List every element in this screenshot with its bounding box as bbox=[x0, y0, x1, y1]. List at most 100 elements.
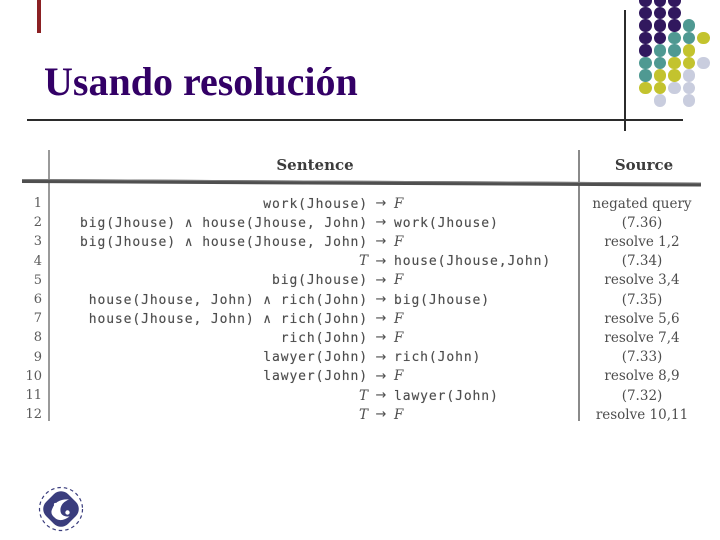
source-cell: negated query bbox=[592, 195, 692, 212]
sentence-consequent: F bbox=[394, 329, 578, 347]
sentence-antecedent: house(Jhouse, John) ∧ rich(John) bbox=[56, 310, 368, 328]
decor-dot bbox=[653, 81, 667, 94]
implies-arrow: → bbox=[375, 407, 387, 423]
implies-arrow: → bbox=[375, 234, 387, 250]
implies-arrow: → bbox=[375, 368, 387, 384]
implies-arrow: → bbox=[375, 196, 387, 211]
implies-arrow: → bbox=[375, 253, 387, 269]
antecedent-text: lawyer(John) bbox=[263, 350, 368, 366]
consequent-text: rich(John) bbox=[394, 350, 482, 366]
decor-dot bbox=[653, 0, 667, 7]
decor-dot bbox=[639, 31, 652, 44]
source-cell: resolve 3,4 bbox=[604, 272, 680, 289]
row-number: 1 bbox=[33, 196, 42, 211]
decor-dot bbox=[653, 69, 667, 82]
decor-dot bbox=[697, 31, 710, 44]
consequent-text: house(Jhouse,John) bbox=[394, 254, 552, 270]
decor-dot bbox=[653, 94, 667, 107]
antecedent-text: big(Jhouse) ∧ house(Jhouse, John) bbox=[80, 234, 368, 250]
column-header-source: Source bbox=[614, 156, 674, 174]
implies-arrow: → bbox=[375, 311, 387, 327]
decor-dot bbox=[653, 56, 667, 69]
column-header-sentence: Sentence bbox=[276, 156, 354, 174]
sentence-consequent: rich(John) bbox=[394, 348, 578, 366]
decor-vertical-line bbox=[624, 10, 626, 131]
implies-arrow: → bbox=[375, 330, 387, 346]
sentence-consequent: work(Jhouse) bbox=[394, 214, 578, 232]
row-number: 10 bbox=[25, 368, 42, 384]
row-number: 7 bbox=[33, 311, 42, 327]
table-row: 6 house(Jhouse, John) ∧ rich(John) → big(Jh… bbox=[22, 290, 706, 309]
decor-dot bbox=[668, 81, 681, 94]
row-number: 6 bbox=[33, 292, 42, 307]
source-cell: (7.34) bbox=[621, 253, 663, 270]
sentence-antecedent: work(Jhouse) bbox=[56, 195, 368, 213]
decor-dot bbox=[639, 0, 652, 7]
decor-dot bbox=[639, 19, 652, 32]
sentence-consequent: F bbox=[394, 367, 578, 385]
sentence-antecedent: T bbox=[56, 252, 368, 270]
source-cell: resolve 10,11 bbox=[595, 406, 689, 423]
decor-dot bbox=[682, 94, 696, 107]
source-cell: resolve 5,6 bbox=[604, 310, 680, 327]
decor-dot bbox=[668, 0, 681, 7]
consequent-text: F bbox=[394, 272, 404, 289]
row-number: 8 bbox=[33, 330, 42, 346]
decor-dot bbox=[653, 31, 667, 44]
title-underline bbox=[27, 119, 683, 121]
implies-arrow: → bbox=[375, 292, 387, 307]
antecedent-text: lawyer(John) bbox=[263, 369, 368, 385]
antecedent-text: work(Jhouse) bbox=[263, 196, 368, 212]
decor-dot bbox=[682, 56, 696, 69]
antecedent-text: rich(John) bbox=[280, 330, 368, 346]
consequent-text: F bbox=[394, 195, 404, 212]
sentence-consequent: house(Jhouse,John) bbox=[394, 252, 578, 270]
decor-dot bbox=[653, 44, 667, 57]
source-cell: (7.32) bbox=[621, 387, 663, 404]
decor-dot bbox=[668, 44, 681, 57]
table-left-rule bbox=[48, 150, 50, 421]
table-header-rule bbox=[21, 179, 702, 187]
sentence-antecedent: T bbox=[56, 406, 368, 424]
row-number: 5 bbox=[33, 272, 42, 288]
row-number: 9 bbox=[33, 349, 42, 365]
sentence-antecedent: big(Jhouse) bbox=[56, 271, 368, 289]
sentence-antecedent: lawyer(John) bbox=[56, 367, 368, 385]
antecedent-text: T bbox=[358, 406, 368, 423]
decor-dot bbox=[682, 44, 696, 57]
sentence-consequent: F bbox=[394, 271, 578, 289]
implies-arrow: → bbox=[375, 349, 387, 365]
decor-dot bbox=[668, 19, 681, 32]
sentence-antecedent: rich(John) bbox=[56, 329, 368, 347]
source-cell: resolve 1,2 bbox=[604, 233, 680, 250]
source-cell: (7.33) bbox=[621, 349, 663, 366]
table-row: 9 lawyer(John) → rich(John) (7.33) bbox=[22, 348, 706, 367]
decor-dot bbox=[668, 56, 681, 69]
decor-dot bbox=[639, 44, 652, 57]
consequent-text: F bbox=[394, 310, 404, 327]
antecedent-text: house(Jhouse, John) ∧ rich(John) bbox=[88, 292, 368, 308]
antecedent-text: big(Jhouse) bbox=[272, 273, 368, 289]
sentence-antecedent: big(Jhouse) ∧ house(Jhouse, John) bbox=[56, 214, 368, 232]
consequent-text: F bbox=[394, 406, 404, 423]
source-cell: (7.36) bbox=[621, 214, 663, 231]
page-title: Usando resolución bbox=[44, 59, 358, 104]
source-cell: (7.35) bbox=[621, 291, 663, 308]
decor-dot bbox=[639, 81, 652, 94]
implies-arrow: → bbox=[375, 388, 387, 403]
table-column-divider bbox=[578, 150, 580, 421]
antecedent-text: T bbox=[358, 387, 368, 404]
sentence-consequent: F bbox=[394, 233, 578, 251]
decor-dot bbox=[653, 6, 667, 19]
row-number: 12 bbox=[25, 407, 42, 423]
implies-arrow: → bbox=[375, 215, 387, 231]
consequent-text: big(Jhouse) bbox=[394, 292, 490, 308]
